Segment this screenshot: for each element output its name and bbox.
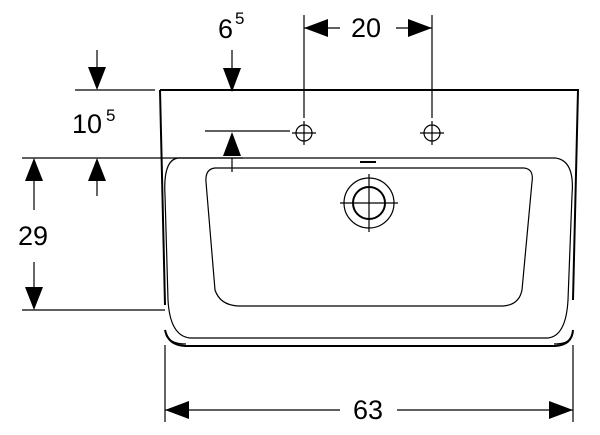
- dimension-label-width: 63: [353, 395, 383, 425]
- dimension-tap-offset: 6 5: [205, 9, 290, 172]
- tap-hole-left: [292, 121, 316, 145]
- dimension-tap-spacing: 20: [303, 13, 433, 118]
- tap-hole-right: [420, 121, 444, 145]
- washbasin-outline: [159, 89, 580, 347]
- dimension-label-top-to-basin: 10: [72, 109, 102, 139]
- dimension-width: 63: [164, 345, 574, 425]
- dimension-label-tap-offset-sup: 5: [235, 9, 244, 28]
- dimension-label-tap-offset: 6: [218, 14, 233, 44]
- dimension-depth: 29: [18, 157, 243, 311]
- dimension-label-top-to-basin-sup: 5: [106, 106, 115, 125]
- dimension-top-to-basin: 10 5: [72, 50, 155, 196]
- drain-symbol: [340, 174, 398, 232]
- dimension-label-tap-spacing: 20: [351, 13, 381, 43]
- dimension-label-depth: 29: [18, 221, 48, 251]
